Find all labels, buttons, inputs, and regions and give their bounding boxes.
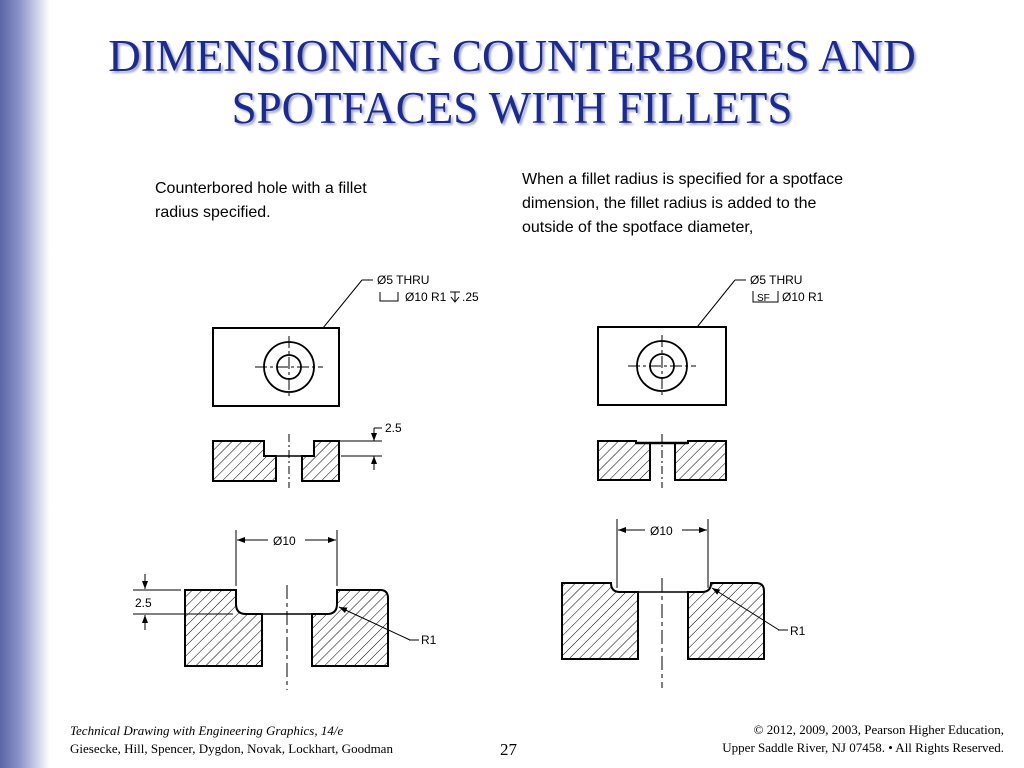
cb-callout-depth: .25 [462,290,479,304]
spotface-symbol-icon [752,291,779,303]
footer-copyright-line-2: Upper Saddle River, NJ 07458. • All Righ… [722,740,1004,755]
cb-large-depth: 2.5 [135,596,152,610]
cb-callout-dia: Ø10 R1 [405,290,447,304]
sf-callout-thru: Ø5 THRU [750,273,802,287]
cb-radius: R1 [421,633,437,647]
sf-large-dia: Ø10 [650,524,673,538]
cb-callout-thru: Ø5 THRU [377,273,429,287]
slide-sidebar-gradient [0,0,50,768]
footer-book-info: Technical Drawing with Engineering Graph… [70,722,393,758]
depth-symbol-icon [450,291,460,303]
sf-small-section [597,434,727,488]
cb-large-section: Ø10 2.5 R1 [133,530,437,690]
counterbore-drawing: Ø5 THRU Ø10 R1 .25 2.5 [133,273,479,690]
title-line-1: DIMENSIONING COUNTERBORES AND [108,31,916,81]
footer-book-title: Technical Drawing with Engineering Graph… [70,723,344,738]
counterbore-symbol-icon [379,292,399,302]
footer-copyright-line-1: © 2012, 2009, 2003, Pearson Higher Educa… [753,722,1004,737]
title-line-2: SPOTFACES WITH FILLETS [231,83,793,133]
cb-small-depth: 2.5 [385,421,402,435]
footer-authors: Giesecke, Hill, Spencer, Dygdon, Novak, … [70,741,393,756]
sf-large-section: Ø10 R1 [561,519,806,688]
cb-large-dia: Ø10 [273,534,296,548]
sf-callout-dia: Ø10 R1 [782,290,824,304]
sf-radius: R1 [790,624,806,638]
slide-title: DIMENSIONING COUNTERBORES AND SPOTFACES … [40,30,984,134]
spotface-drawing: Ø5 THRU SF Ø10 R1 Ø10 R1 [561,273,824,688]
caption-spotface: When a fillet radius is specified for a … [522,171,844,236]
caption-counterbore: Counterbored hole with a fillet radius s… [155,180,367,221]
sf-symbol: SF [757,293,770,304]
page-number: 27 [500,740,517,759]
cb-small-section: 2.5 [212,421,402,488]
footer-copyright: © 2012, 2009, 2003, Pearson Higher Educa… [722,721,1004,757]
